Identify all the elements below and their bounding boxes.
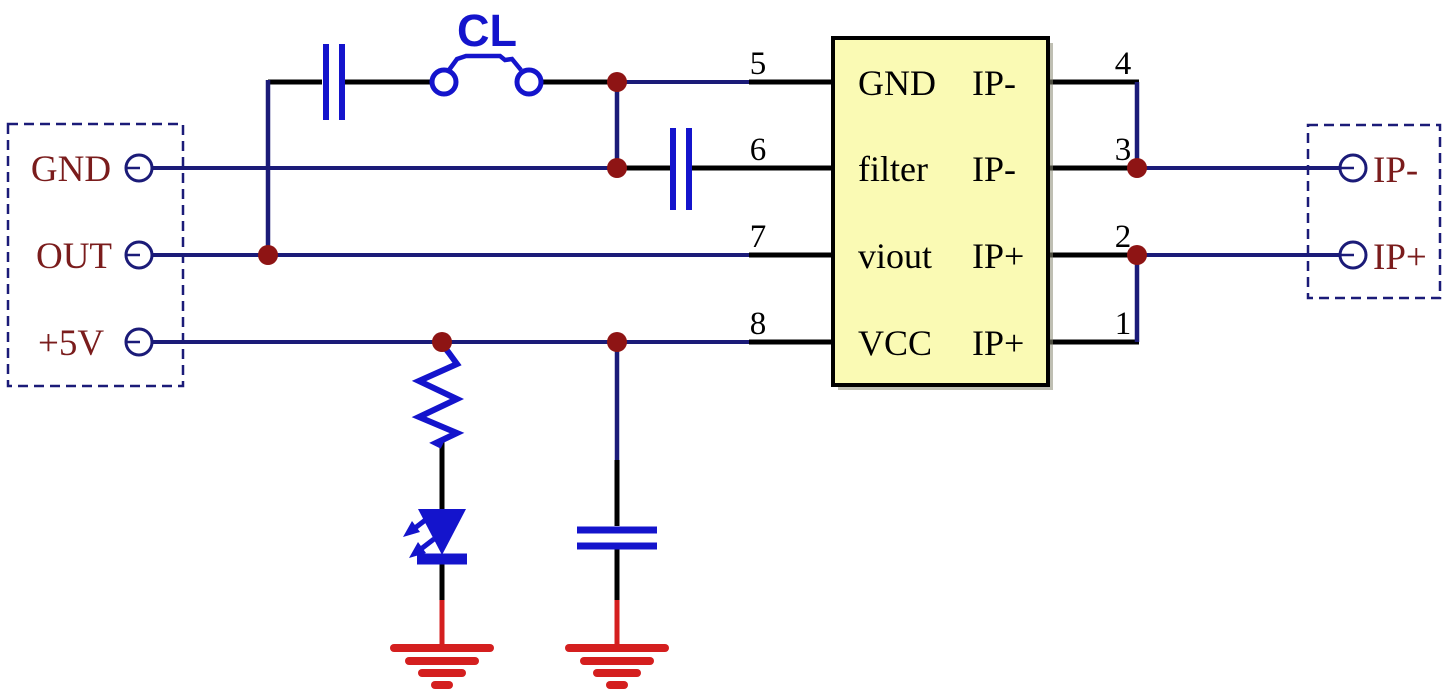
jumper-terminal-right bbox=[514, 67, 544, 97]
ic-pin-label: IP+ bbox=[972, 236, 1024, 276]
ic-block: GND filter viout VCC IP- IP- IP+ IP+ bbox=[831, 36, 1053, 390]
jumper-label: CL bbox=[457, 5, 517, 56]
resistor-icon bbox=[411, 342, 465, 449]
junction-dot bbox=[1127, 158, 1147, 178]
junction-dot bbox=[432, 332, 452, 352]
capacitor-bypass-icon bbox=[577, 526, 657, 550]
ic-pin-label: viout bbox=[858, 236, 932, 276]
pin-number: 1 bbox=[1115, 306, 1132, 342]
connector-pin-label: GND bbox=[31, 149, 111, 190]
ic-pin-label: GND bbox=[858, 63, 936, 103]
pin-number: 2 bbox=[1115, 219, 1132, 255]
right-connector-outline bbox=[1306, 123, 1442, 300]
capacitor-cl-icon bbox=[323, 44, 345, 120]
pin-numbers: 5 6 7 8 4 3 2 1 bbox=[750, 46, 1132, 342]
pin-number: 3 bbox=[1115, 132, 1132, 168]
pin-number: 8 bbox=[750, 306, 767, 342]
ic-pin-label: VCC bbox=[858, 323, 932, 363]
left-connector-outline bbox=[6, 122, 185, 388]
led-icon bbox=[403, 509, 467, 565]
led-arrow bbox=[413, 516, 430, 530]
junction-dot bbox=[258, 245, 278, 265]
led-emission-arrows bbox=[403, 516, 436, 558]
ground-symbol-led bbox=[390, 644, 494, 689]
pin-number: 5 bbox=[750, 46, 767, 82]
connector-pin-label: IP- bbox=[1373, 150, 1418, 191]
resistor-zigzag bbox=[411, 342, 465, 449]
led-triangle bbox=[418, 509, 466, 555]
left-connector: GND OUT +5V bbox=[6, 122, 185, 388]
junction-dot bbox=[607, 158, 627, 178]
connector-pin-label: +5V bbox=[38, 323, 104, 364]
junction-dot bbox=[607, 332, 627, 352]
pin-number: 6 bbox=[750, 132, 767, 168]
jumper-bail bbox=[447, 53, 523, 72]
junction-dot bbox=[1127, 245, 1147, 265]
jumper-cl-icon: CL bbox=[429, 5, 544, 97]
ic-pin-label: IP- bbox=[972, 63, 1016, 103]
right-connector: IP- IP+ bbox=[1306, 123, 1442, 300]
junction-dot bbox=[607, 72, 627, 92]
ground-symbol-cap bbox=[565, 644, 669, 689]
led-arrow bbox=[419, 537, 436, 551]
led-arrowhead bbox=[409, 542, 426, 558]
jumper-terminal-left bbox=[429, 67, 459, 97]
ic-body bbox=[831, 36, 1050, 387]
ic-pin-label: IP- bbox=[972, 149, 1016, 189]
pin-number: 4 bbox=[1115, 46, 1132, 82]
capacitor-filter-icon bbox=[670, 128, 692, 210]
junction-dots bbox=[258, 72, 1147, 352]
ic-pin-label: filter bbox=[858, 149, 928, 189]
wires bbox=[152, 79, 1341, 647]
led-arrowhead bbox=[403, 521, 420, 537]
ic-pin-label: IP+ bbox=[972, 323, 1024, 363]
connector-pin-label: IP+ bbox=[1373, 237, 1427, 278]
pin-number: 7 bbox=[750, 219, 767, 255]
connector-pin-label: OUT bbox=[36, 236, 112, 277]
